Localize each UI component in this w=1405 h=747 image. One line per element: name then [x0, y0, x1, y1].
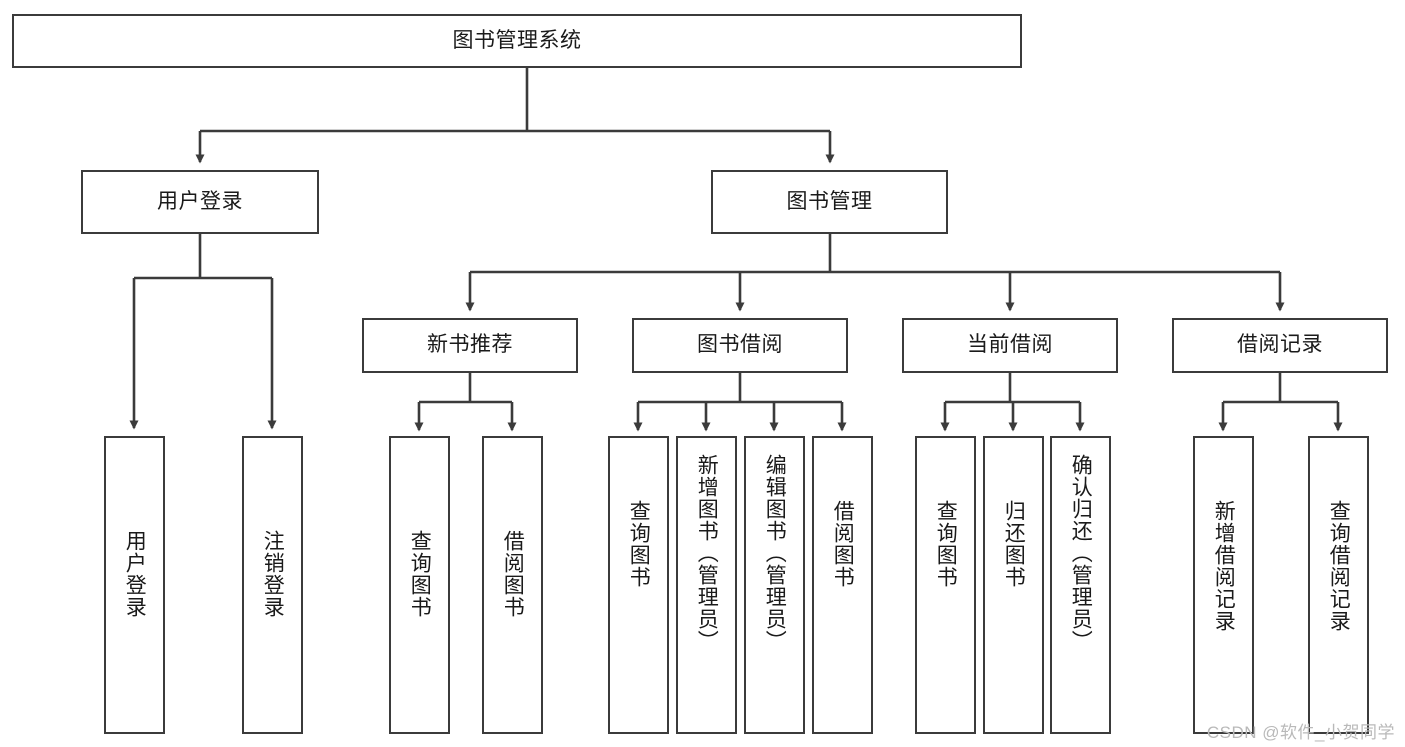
node-leaf-user-logout-label: 注销登录 [261, 530, 285, 618]
node-leaf-add-record[interactable]: 新增借阅记录 [1193, 436, 1254, 734]
node-leaf-query-book-rec[interactable]: 查询图书 [389, 436, 450, 734]
node-leaf-borrow-book-label: 借阅图书 [831, 500, 855, 588]
node-leaf-add-book-label: 新增图书（管理员） [695, 454, 719, 652]
node-root-label: 图书管理系统 [452, 28, 582, 52]
csdn-watermark: CSDN @软件_小贺同学 [1206, 723, 1395, 742]
node-user-login[interactable]: 用户登录 [81, 170, 319, 234]
node-current-borrow-label: 当前借阅 [967, 333, 1053, 357]
node-leaf-borrow-book-rec[interactable]: 借阅图书 [482, 436, 543, 734]
node-leaf-user-login-label: 用户登录 [123, 530, 147, 618]
node-leaf-query-book-cur[interactable]: 查询图书 [915, 436, 976, 734]
node-leaf-borrow-book[interactable]: 借阅图书 [812, 436, 873, 734]
node-leaf-query-book-label: 查询图书 [627, 500, 651, 588]
node-book-borrow[interactable]: 图书借阅 [632, 318, 848, 373]
node-book-manage-label: 图书管理 [786, 189, 873, 213]
node-leaf-edit-book[interactable]: 编辑图书（管理员） [744, 436, 805, 734]
node-leaf-add-record-label: 新增借阅记录 [1212, 500, 1236, 632]
node-leaf-confirm-return-label: 确认归还（管理员） [1069, 454, 1093, 652]
node-borrow-record-label: 借阅记录 [1237, 333, 1323, 357]
node-current-borrow[interactable]: 当前借阅 [902, 318, 1118, 373]
node-new-book-recommend[interactable]: 新书推荐 [362, 318, 578, 373]
node-borrow-record[interactable]: 借阅记录 [1172, 318, 1388, 373]
node-book-manage[interactable]: 图书管理 [711, 170, 948, 234]
node-leaf-confirm-return[interactable]: 确认归还（管理员） [1050, 436, 1111, 734]
node-leaf-query-book[interactable]: 查询图书 [608, 436, 669, 734]
node-leaf-borrow-book-rec-label: 借阅图书 [501, 530, 525, 618]
node-leaf-query-book-cur-label: 查询图书 [934, 500, 958, 588]
node-leaf-user-login[interactable]: 用户登录 [104, 436, 165, 734]
node-leaf-query-record[interactable]: 查询借阅记录 [1308, 436, 1369, 734]
node-root[interactable]: 图书管理系统 [12, 14, 1022, 68]
node-leaf-edit-book-label: 编辑图书（管理员） [763, 454, 787, 652]
node-leaf-query-record-label: 查询借阅记录 [1327, 500, 1351, 632]
node-leaf-add-book[interactable]: 新增图书（管理员） [676, 436, 737, 734]
node-user-login-label: 用户登录 [157, 189, 243, 213]
node-leaf-user-logout[interactable]: 注销登录 [242, 436, 303, 734]
node-book-borrow-label: 图书借阅 [697, 333, 783, 357]
node-leaf-query-book-rec-label: 查询图书 [408, 530, 432, 618]
node-leaf-return-book[interactable]: 归还图书 [983, 436, 1044, 734]
node-new-book-recommend-label: 新书推荐 [427, 333, 513, 357]
node-leaf-return-book-label: 归还图书 [1002, 500, 1026, 588]
